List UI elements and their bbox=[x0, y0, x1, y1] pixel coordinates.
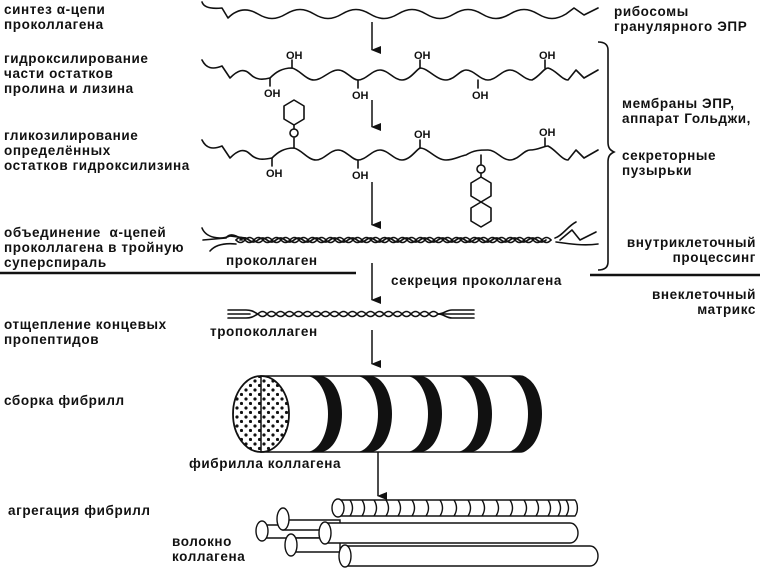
tropocollagen-triple-helix bbox=[227, 309, 475, 319]
step-cleavage-label: отщепление концевых пропептидов bbox=[4, 317, 167, 347]
oh-label: OH bbox=[264, 88, 281, 100]
procollagen-label: проколлаген bbox=[226, 253, 318, 268]
oh-label: OH bbox=[266, 168, 283, 180]
collagen-fibril bbox=[232, 375, 542, 453]
fiber-banding bbox=[349, 499, 570, 517]
hydroxyl-labels: OH OH OH OH OH OH OH OH OH OH bbox=[264, 50, 556, 182]
step-synthesis-label: синтез α-цепи проколлагена bbox=[4, 2, 106, 32]
location-ribosomes-label: рибосомы гранулярного ЭПР bbox=[614, 4, 748, 34]
location-extracellular-label: внеклеточный матрикс bbox=[652, 287, 756, 317]
alpha-chain-2 bbox=[201, 59, 599, 81]
oh-label: OH bbox=[472, 90, 489, 102]
oh-label: OH bbox=[414, 129, 431, 141]
oh-label: OH bbox=[352, 170, 369, 182]
galactose-ring bbox=[283, 99, 305, 126]
location-intracellular-label: внутриклеточный процессинг bbox=[626, 235, 756, 265]
oh-label: OH bbox=[414, 50, 431, 62]
location-vesicles-label: секреторные пузырьки bbox=[622, 148, 717, 178]
fiber-label: волокно коллагена bbox=[172, 534, 246, 564]
oh-label: OH bbox=[352, 90, 369, 102]
collagen-fiber bbox=[255, 498, 599, 568]
fibril-label: фибрилла коллагена bbox=[189, 456, 342, 471]
step-glycosylation-label: гликозилирование определённых остатков г… bbox=[4, 128, 190, 173]
galactose-ring-2 bbox=[470, 201, 492, 228]
step-fibril-aggregation-label: агрегация фибрилл bbox=[8, 503, 151, 518]
procollagen-triple-helix bbox=[201, 221, 599, 252]
step-hydroxylation-label: гидроксилирование части остатков пролина… bbox=[4, 51, 149, 96]
tropocollagen-label: тропоколлаген bbox=[210, 324, 318, 339]
location-membranes-label: мембраны ЭПР, аппарат Гольджи, bbox=[622, 96, 751, 126]
alpha-chain-1 bbox=[201, 1, 599, 20]
location-bracket bbox=[597, 41, 616, 271]
oh-label: OH bbox=[539, 50, 556, 62]
secretion-label: секреция проколлагена bbox=[391, 273, 562, 288]
oh-label: OH bbox=[286, 50, 303, 62]
fibril-cross-section bbox=[232, 375, 290, 453]
step-fibril-assembly-label: сборка фибрилл bbox=[4, 393, 125, 408]
alpha-chain-3 bbox=[201, 139, 599, 161]
step-triple-helix-label: объединение α-цепей проколлагена в тройн… bbox=[4, 225, 185, 270]
oh-label: OH bbox=[539, 127, 556, 139]
glucose-ring bbox=[470, 176, 492, 203]
